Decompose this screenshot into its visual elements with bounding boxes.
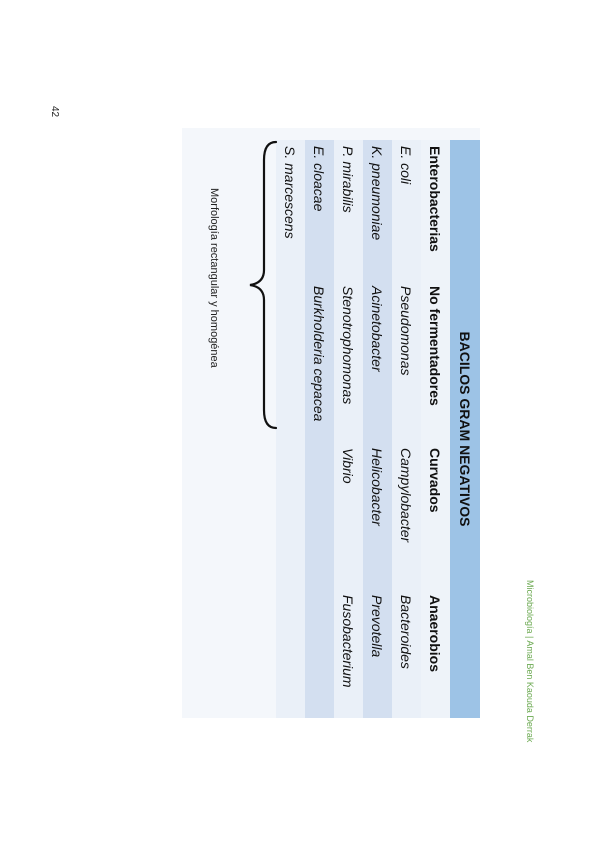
table-title-row: BACILOS GRAM NEGATIVOS xyxy=(450,140,480,718)
table-cell: Helicobacter xyxy=(363,442,392,589)
table-row: K. pneumoniae Acinetobacter Helicobacter… xyxy=(363,140,392,718)
table-cell: Burkholderia cepacea xyxy=(305,280,334,442)
table-cell: Pseudomonas xyxy=(392,280,421,442)
table-cell: Fusobacterium xyxy=(334,589,363,718)
table-row: E. cloacae Burkholderia cepacea xyxy=(305,140,334,718)
table-cell: P. mirabilis xyxy=(334,140,363,280)
table-cell: Acinetobacter xyxy=(363,280,392,442)
table-cell: Vibrio xyxy=(334,442,363,589)
table-title: BACILOS GRAM NEGATIVOS xyxy=(450,140,480,718)
header-curvados: Curvados xyxy=(421,442,450,589)
table-header-row: Enterobacterias No fermentadores Curvado… xyxy=(421,140,450,718)
bacilli-table: BACILOS GRAM NEGATIVOS Enterobacterias N… xyxy=(276,140,480,718)
curly-brace-icon xyxy=(249,140,278,430)
table-cell: Bacteroides xyxy=(392,589,421,718)
table-cell: S. marcescens xyxy=(276,140,305,280)
header-no-fermentadores: No fermentadores xyxy=(421,280,450,442)
table-row: S. marcescens xyxy=(276,140,305,718)
table-row: P. mirabilis Stenotrophomonas Vibrio Fus… xyxy=(334,140,363,718)
table-cell: Campylobacter xyxy=(392,442,421,589)
table-cell xyxy=(276,442,305,589)
table-cell: K. pneumoniae xyxy=(363,140,392,280)
brace-caption: Morfología rectangular y homogénea xyxy=(208,188,220,368)
page-number: 42 xyxy=(49,106,60,118)
table-row: E. coli Pseudomonas Campylobacter Bacter… xyxy=(392,140,421,718)
table-cell xyxy=(305,589,334,718)
table-cell: Prevotella xyxy=(363,589,392,718)
table-cell: E. cloacae xyxy=(305,140,334,280)
header-enterobacterias: Enterobacterias xyxy=(421,140,450,280)
table-cell: E. coli xyxy=(392,140,421,280)
table-cell: Stenotrophomonas xyxy=(334,280,363,442)
page-footer: Microbiología | Amal Ben Kaouda Derrak xyxy=(525,580,535,743)
header-anaerobios: Anaerobios xyxy=(421,589,450,718)
table-cell xyxy=(276,589,305,718)
rotated-figure: BACILOS GRAM NEGATIVOS Enterobacterias N… xyxy=(182,128,480,718)
table-cell xyxy=(305,442,334,589)
table-cell xyxy=(276,280,305,442)
